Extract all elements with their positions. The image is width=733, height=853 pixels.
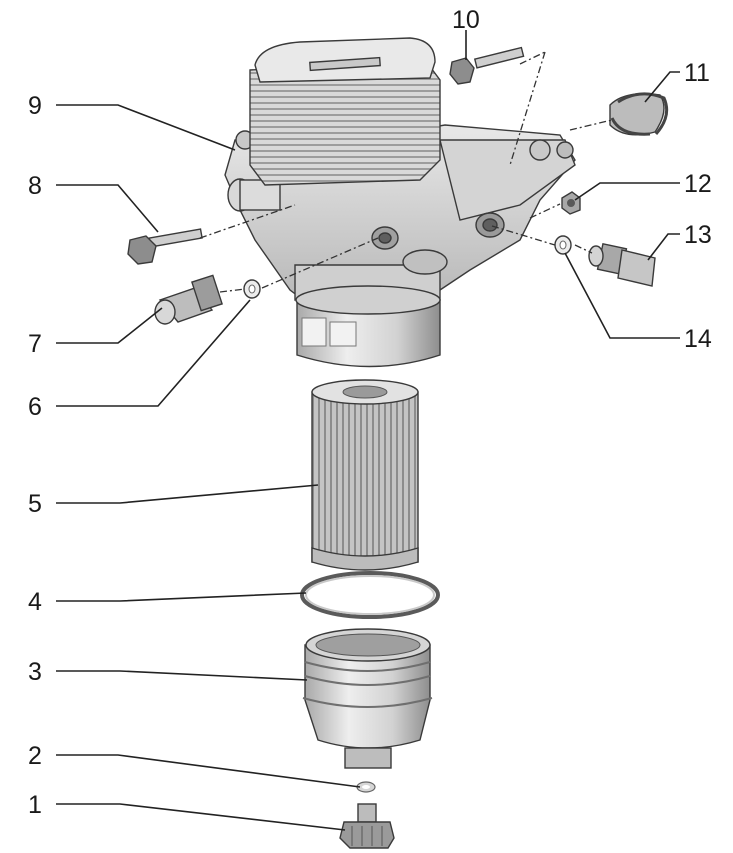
callout-4: 4 xyxy=(28,588,42,616)
washer-12 xyxy=(561,191,581,215)
callout-13: 13 xyxy=(684,221,712,249)
callout-9: 9 xyxy=(28,92,42,120)
leader-lines xyxy=(56,30,680,831)
washer-6 xyxy=(243,279,261,299)
filter-element-5 xyxy=(311,379,419,571)
connector-clip-11 xyxy=(609,92,669,136)
drain-plug-1 xyxy=(339,803,395,849)
bolt-10 xyxy=(449,46,525,85)
callout-7: 7 xyxy=(28,330,42,358)
sensor-13 xyxy=(588,242,656,287)
callout-10: 10 xyxy=(452,6,480,34)
assembly-lines xyxy=(199,51,613,293)
sensor-7 xyxy=(154,274,223,325)
callout-labels: 1 2 3 4 5 6 7 8 9 10 11 12 13 14 xyxy=(28,6,712,819)
bolt-8 xyxy=(127,228,203,265)
callout-2: 2 xyxy=(28,742,42,770)
callout-5: 5 xyxy=(28,490,42,518)
filter-housing-can xyxy=(295,285,441,368)
oil-cooler xyxy=(249,37,441,186)
callout-6: 6 xyxy=(28,393,42,421)
callout-12: 12 xyxy=(684,170,712,198)
washer-14 xyxy=(554,235,572,255)
o-ring-4 xyxy=(300,571,440,619)
callout-11: 11 xyxy=(684,59,710,87)
callout-8: 8 xyxy=(28,172,42,200)
callout-14: 14 xyxy=(684,325,712,353)
callout-1: 1 xyxy=(28,791,42,819)
callout-3: 3 xyxy=(28,658,42,686)
filter-cap-3 xyxy=(302,628,433,769)
